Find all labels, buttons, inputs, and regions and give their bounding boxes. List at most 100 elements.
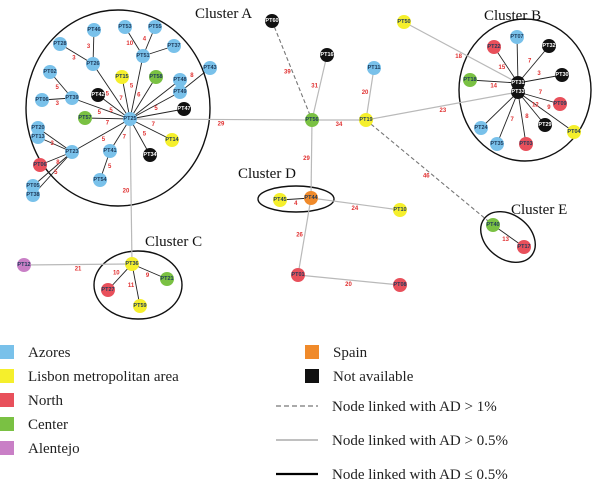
legend-label: Center [28,417,68,433]
node-circle [53,37,67,51]
node-pt30: PT30 [555,68,569,82]
cluster-a-label: Cluster A [195,6,252,22]
node-label: PT44 [304,195,318,201]
node-label: PT15 [115,74,128,80]
node-circle [118,20,132,34]
node-label: PT59 [133,303,146,309]
node-label: PT26 [86,61,99,67]
node-pt47: PT47 [177,102,191,116]
node-circle [65,145,79,159]
node-pt01: PT01 [291,268,305,282]
node-circle [517,240,531,254]
edge-PT12-PT36 [23,263,133,266]
edge-distance-label: 21 [75,266,82,272]
node-label: PT10 [393,207,406,213]
node-circle [490,137,504,151]
node-pt50: PT50 [397,15,411,29]
node-label: PT05 [26,183,39,189]
node-circle [487,40,501,54]
legend-label: Lisbon metropolitan area [28,369,179,385]
cluster-b-outline [458,18,592,162]
node-circle [463,73,477,87]
node-circle [203,61,217,75]
node-circle [87,23,101,37]
node-pt38: PT38 [26,188,40,202]
node-circle [35,93,49,107]
node-pt19: PT19 [359,113,373,127]
edge-PT09-PT33 [517,91,561,105]
edge-distance-label: 3 [537,71,541,77]
node-pt23: PT23 [65,145,79,159]
node-circle [567,125,581,139]
node-label: PT16 [320,52,333,58]
node-label: PT04 [567,129,581,135]
node-circle [474,121,488,135]
node-label: PT46 [87,27,100,33]
node-pt55: PT55 [148,20,162,34]
node-pt53: PT53 [118,20,132,34]
edge-distance-label: 5 [56,85,60,91]
edge-PT56-PT44 [310,119,313,199]
edge-PT23-PT25 [71,118,131,153]
edge-distance-label: 15 [498,65,505,71]
cluster-d-outline [257,185,335,213]
edge-PT58-PT25 [129,76,157,120]
node-label: PT39 [65,95,78,101]
edge-PT26-PT25 [92,63,131,120]
edge-PT25-PT56 [129,118,313,121]
edge-distance-label: 5 [108,164,112,170]
node-label: PT21 [160,276,173,282]
legend-label: North [28,393,63,409]
node-pt12: PT12 [17,258,31,272]
node-pt49: PT49 [173,85,187,99]
edge-PT25-PT36 [129,118,133,265]
node-circle [148,20,162,34]
edge-PT51-PT25 [129,55,144,120]
node-label: PT34 [143,152,157,158]
node-label: PT24 [474,125,488,131]
node-label: PT28 [53,41,66,47]
legend-swatch [305,345,319,359]
edge-PT11-PT19 [365,67,375,121]
node-pt25: PT25 [123,112,137,126]
cluster-c-outline [93,250,183,320]
node-circle [519,137,533,151]
node-pt60: PT60 [265,14,279,28]
node-circle [78,111,92,125]
edge-distance-label: 7 [119,96,123,102]
node-label: PT37 [167,43,180,49]
node-circle [273,193,287,207]
edge-distance-label: 11 [128,283,135,289]
edge-distance-label: 29 [218,121,225,127]
node-circle [115,70,129,84]
node-circle [177,102,191,116]
node-pt07: PT07 [510,30,524,44]
node-circle [173,73,187,87]
edge-distance-label: 46 [423,173,430,179]
edge-distance-label: 24 [351,206,358,212]
node-pt35: PT35 [490,137,504,151]
node-circle [511,85,525,99]
node-label: PT29 [538,122,551,128]
node-pt16: PT16 [320,48,334,62]
edge-distance-label: 7 [106,120,110,126]
node-circle [165,133,179,147]
node-label: PT51 [136,53,149,59]
legend-line-label: Node linked with AD > 0.5% [332,433,508,449]
edge-PT16-PT56 [311,54,328,121]
cluster-d-label: Cluster D [238,166,296,182]
node-circle [553,97,567,111]
node-pt51: PT51 [136,49,150,63]
node-circle [101,283,115,297]
node-label: PT47 [177,106,190,112]
node-label: PT54 [93,177,107,183]
edge-distance-label: 20 [123,189,130,195]
node-circle [555,68,569,82]
node-pt10: PT10 [393,203,407,217]
node-label: PT19 [359,117,372,123]
edge-PT04-PT33 [517,91,575,133]
edge-distance-label: 26 [296,233,303,239]
